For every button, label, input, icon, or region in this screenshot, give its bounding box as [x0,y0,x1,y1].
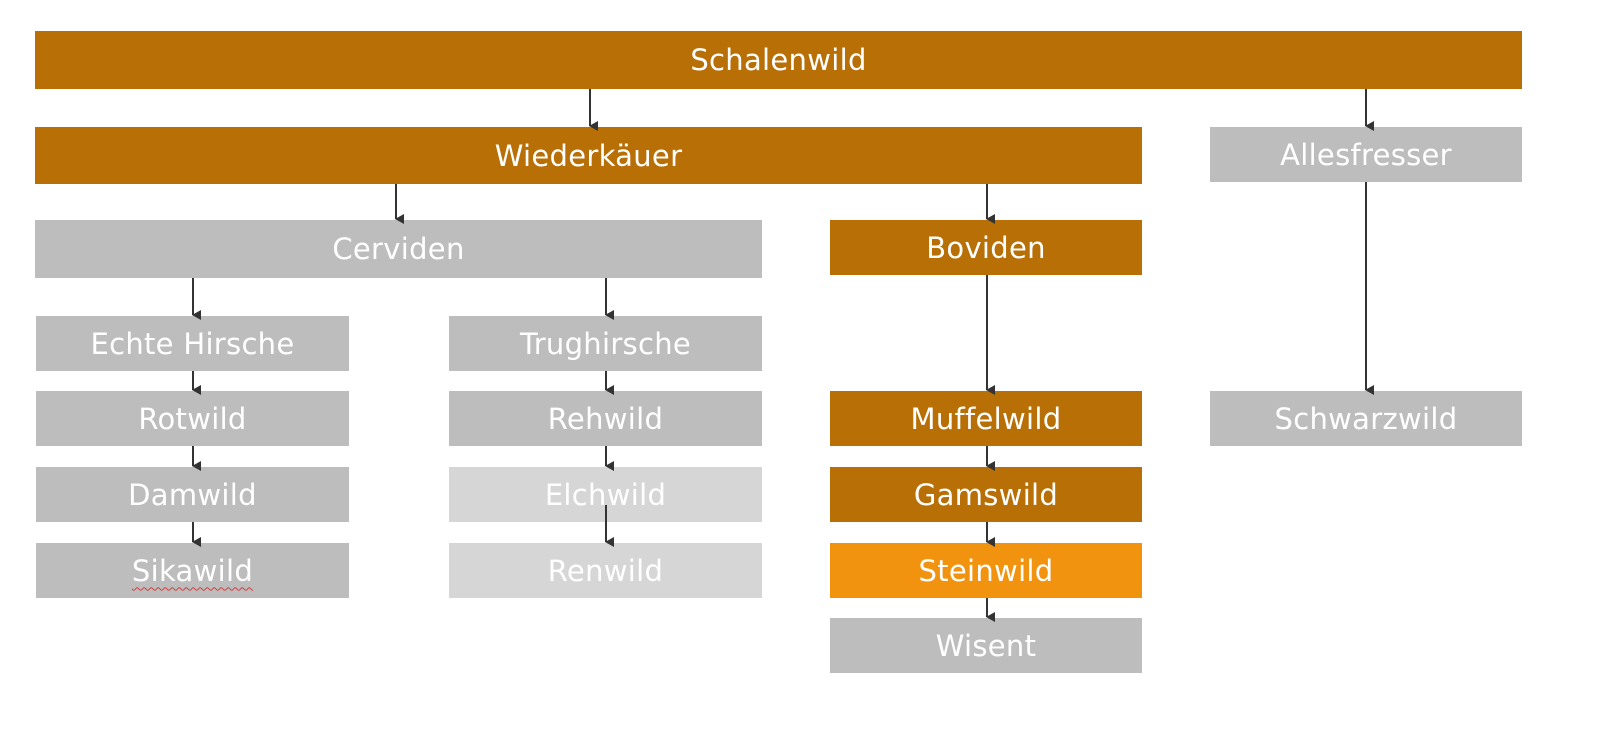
node-label: Cerviden [332,232,465,266]
node-label: Damwild [128,477,257,512]
node-cerviden: Cerviden [35,220,762,278]
node-schalenwild: Schalenwild [35,31,1522,89]
node-label: Renwild [547,553,664,588]
node-label: Sikawild [131,553,254,588]
node-sikawild: Sikawild [36,543,349,598]
node-label: Wiederkäuer [494,138,683,173]
node-wiederkaeuer: Wiederkäuer [35,127,1142,184]
node-label: Rehwild [547,401,664,436]
node-damwild: Damwild [36,467,349,522]
node-elchwild: Elchwild [449,467,762,522]
node-allesfresser: Allesfresser [1210,127,1522,182]
node-muffelwild: Muffelwild [830,391,1142,446]
node-rotwild: Rotwild [36,391,349,446]
node-label: Boviden [926,230,1046,265]
node-label: Trughirsche [519,326,692,361]
node-rehwild: Rehwild [449,391,762,446]
node-label: Elchwild [544,477,667,512]
node-label: Wisent [935,628,1037,663]
node-label: Steinwild [918,553,1054,588]
node-label: Rotwild [138,401,247,436]
node-label: Schalenwild [690,43,867,77]
node-wisent: Wisent [830,618,1142,673]
node-gamswild: Gamswild [830,467,1142,522]
node-trughirsche: Trughirsche [449,316,762,371]
node-label: Gamswild [913,477,1059,512]
node-label: Muffelwild [910,401,1062,436]
node-schwarzwild: Schwarzwild [1210,391,1522,446]
node-steinwild: Steinwild [830,543,1142,598]
node-echte-hirsche: Echte Hirsche [36,316,349,371]
node-label: Allesfresser [1280,137,1452,172]
node-label: Echte Hirsche [90,326,295,361]
node-boviden: Boviden [830,220,1142,275]
node-label: Schwarzwild [1274,401,1458,436]
node-renwild: Renwild [449,543,762,598]
